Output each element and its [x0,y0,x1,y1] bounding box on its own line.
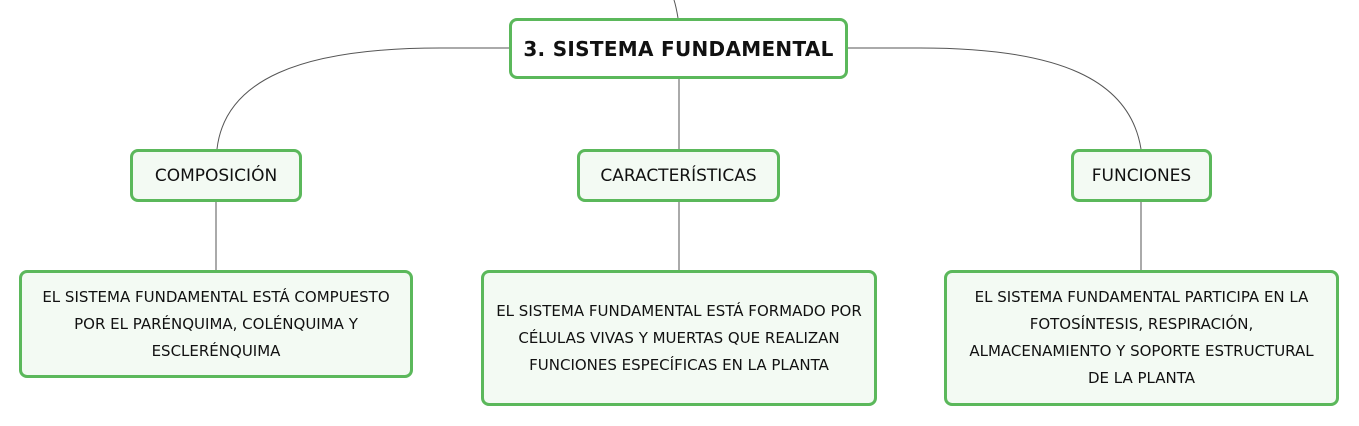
connector-parent [673,0,679,19]
root-title: 3. SISTEMA FUNDAMENTAL [523,36,834,61]
connector-root-funciones [848,47,1142,150]
category-caracteristicas[interactable]: CARACTERÍSTICAS [577,149,780,202]
detail-composicion[interactable]: EL SISTEMA FUNDAMENTAL ESTÁ COMPUESTO PO… [19,270,413,378]
category-composicion[interactable]: COMPOSICIÓN [130,149,302,202]
connector-root-composicion [216,47,509,150]
category-funciones[interactable]: FUNCIONES [1071,149,1212,202]
detail-text: EL SISTEMA FUNDAMENTAL PARTICIPA EN LA F… [969,288,1314,387]
category-label: COMPOSICIÓN [154,165,278,186]
detail-text: EL SISTEMA FUNDAMENTAL ESTÁ FORMADO POR … [496,301,862,374]
detail-caracteristicas[interactable]: EL SISTEMA FUNDAMENTAL ESTÁ FORMADO POR … [481,270,877,406]
detail-text: EL SISTEMA FUNDAMENTAL ESTÁ COMPUESTO PO… [42,287,390,360]
root-node[interactable]: 3. SISTEMA FUNDAMENTAL [509,18,848,79]
category-label: CARACTERÍSTICAS [600,165,757,186]
detail-funciones[interactable]: EL SISTEMA FUNDAMENTAL PARTICIPA EN LA F… [944,270,1339,406]
category-label: FUNCIONES [1091,165,1192,186]
